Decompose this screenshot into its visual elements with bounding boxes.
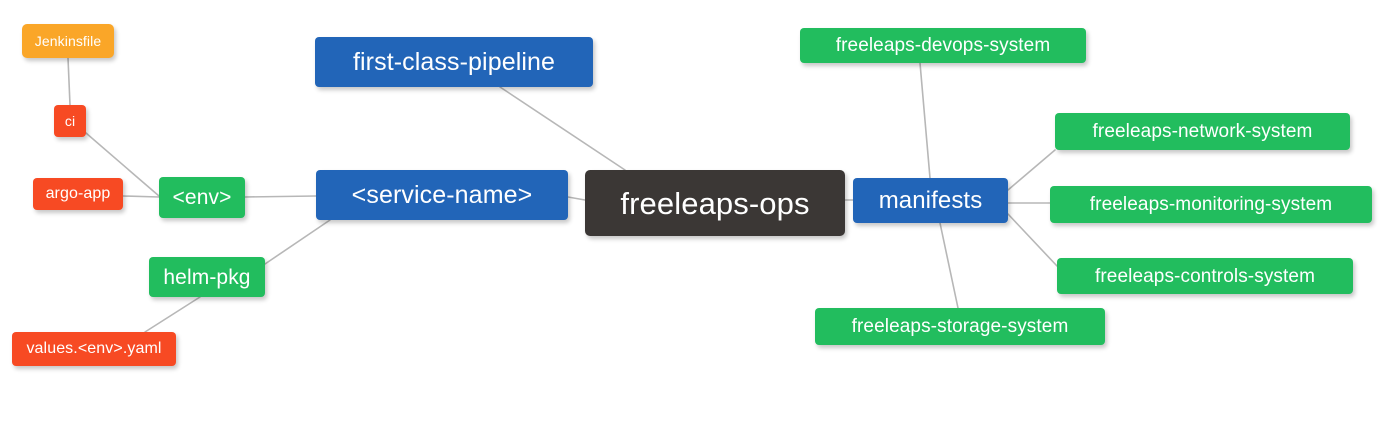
node-helm-pkg[interactable]: helm-pkg bbox=[149, 257, 265, 297]
node-jenkinsfile-label: Jenkinsfile bbox=[34, 33, 102, 49]
node-service-name-label: <service-name> bbox=[351, 180, 533, 209]
node-freeleaps-ops-root-label: freeleaps-ops bbox=[620, 185, 810, 221]
node-first-class-pipeline-label: first-class-pipeline bbox=[352, 47, 556, 76]
edge-manifests-networksystem bbox=[1007, 149, 1056, 191]
edge-helmpkg-valuesyaml bbox=[144, 296, 201, 333]
edge-firstclasspipeline-root bbox=[499, 86, 626, 171]
node-freeleaps-devops-system-label: freeleaps-devops-system bbox=[835, 35, 1051, 56]
node-env-label: <env> bbox=[172, 186, 232, 209]
node-freeleaps-monitoring-system[interactable]: freeleaps-monitoring-system bbox=[1050, 186, 1372, 223]
node-values-env-yaml-label: values.<env>.yaml bbox=[26, 340, 162, 357]
node-freeleaps-ops-root[interactable]: freeleaps-ops bbox=[585, 170, 845, 236]
node-ci[interactable]: ci bbox=[54, 105, 86, 137]
node-manifests-label: manifests bbox=[878, 186, 983, 214]
edge-jenkinsfile-ci bbox=[67, 57, 71, 106]
node-ci-label: ci bbox=[64, 113, 76, 129]
node-freeleaps-controls-system[interactable]: freeleaps-controls-system bbox=[1057, 258, 1353, 294]
node-argo-app-label: argo-app bbox=[45, 185, 111, 202]
node-first-class-pipeline[interactable]: first-class-pipeline bbox=[315, 37, 593, 87]
node-freeleaps-storage-system-label: freeleaps-storage-system bbox=[851, 316, 1069, 337]
edge-servicename-root bbox=[567, 196, 586, 201]
node-helm-pkg-label: helm-pkg bbox=[163, 265, 251, 289]
node-env[interactable]: <env> bbox=[159, 177, 245, 218]
node-manifests[interactable]: manifests bbox=[853, 178, 1008, 223]
node-freeleaps-controls-system-label: freeleaps-controls-system bbox=[1094, 265, 1316, 287]
edge-manifests-storagesystem bbox=[939, 222, 959, 309]
node-argo-app[interactable]: argo-app bbox=[33, 178, 123, 210]
edge-argoapp-env bbox=[122, 195, 160, 198]
node-freeleaps-devops-system[interactable]: freeleaps-devops-system bbox=[800, 28, 1086, 63]
node-freeleaps-network-system-label: freeleaps-network-system bbox=[1092, 121, 1313, 142]
node-values-env-yaml[interactable]: values.<env>.yaml bbox=[12, 332, 176, 366]
edge-servicename-helmpkg bbox=[264, 219, 331, 265]
edge-manifests-controlssystem bbox=[1007, 213, 1058, 267]
edge-manifests-devopssystem bbox=[919, 62, 931, 179]
node-service-name[interactable]: <service-name> bbox=[316, 170, 568, 220]
node-jenkinsfile[interactable]: Jenkinsfile bbox=[22, 24, 114, 58]
node-freeleaps-monitoring-system-label: freeleaps-monitoring-system bbox=[1089, 194, 1333, 215]
node-freeleaps-network-system[interactable]: freeleaps-network-system bbox=[1055, 113, 1350, 150]
edge-env-servicename bbox=[244, 195, 317, 198]
node-freeleaps-storage-system[interactable]: freeleaps-storage-system bbox=[815, 308, 1105, 345]
